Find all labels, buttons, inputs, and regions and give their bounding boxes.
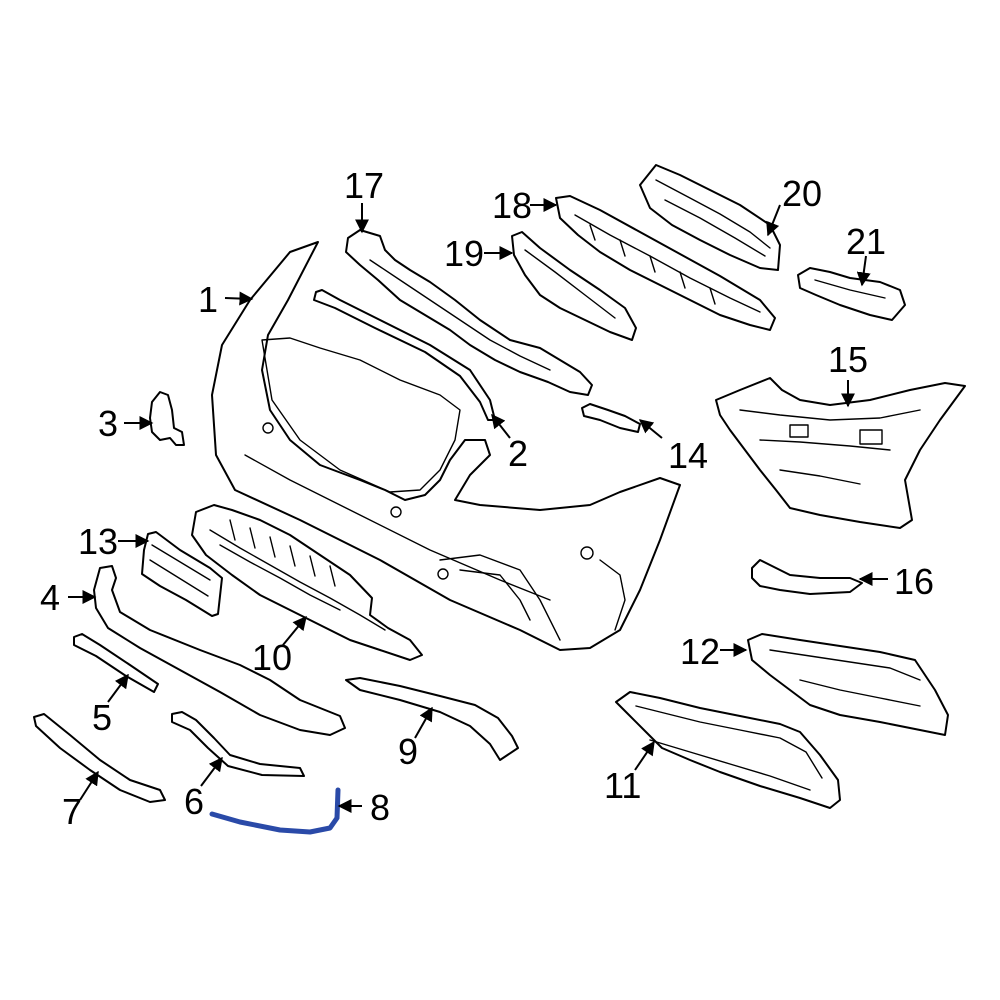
callout-9[interactable]: 9 [398,731,418,772]
part-4-lower-trim[interactable] [93,565,346,736]
callout-21[interactable]: 21 [846,221,886,262]
callout-5[interactable]: 5 [92,697,112,738]
callout-1[interactable]: 1 [198,279,218,320]
callout-12[interactable]: 12 [680,631,720,672]
part-20-upper-bracket[interactable] [639,164,781,271]
callout-7[interactable]: 7 [62,791,82,832]
part-17-upper-support[interactable] [345,229,593,396]
callout-leaders [68,198,888,813]
callout-15[interactable]: 15 [828,339,868,380]
callout-20[interactable]: 20 [782,173,822,214]
part-13-license-bracket[interactable] [141,531,223,617]
callout-6[interactable]: 6 [184,781,204,822]
callout-3[interactable]: 3 [98,403,118,444]
callout-11[interactable]: 11 [604,765,641,806]
part-5-trim-strip[interactable] [73,633,159,693]
callout-13[interactable]: 13 [78,521,118,562]
callout-labels: 1 2 3 4 5 6 7 8 9 10 11 12 13 14 15 16 1… [40,165,934,832]
part-3-bracket[interactable] [149,391,185,446]
callout-4[interactable]: 4 [40,577,60,618]
part-9-lower-trim[interactable] [345,677,519,761]
callout-18[interactable]: 18 [492,185,532,226]
callout-10[interactable]: 10 [252,637,292,678]
callout-14[interactable]: 14 [668,435,708,476]
callout-19[interactable]: 19 [444,233,484,274]
part-1-bumper-cover[interactable] [211,241,681,651]
part-15-side-bracket[interactable] [715,377,966,529]
part-7-lower-trim[interactable] [33,713,166,803]
callout-8[interactable]: 8 [370,787,390,828]
part-12-air-guide[interactable] [747,633,949,736]
part-10-lower-grille[interactable] [191,504,423,661]
part-19-grille-support[interactable] [511,231,637,341]
part-8-outline [209,787,341,835]
part-14-bracket[interactable] [581,403,641,433]
part-21-bracket[interactable] [797,267,906,321]
part-6-trim-strip[interactable] [171,711,305,777]
part-18-absorber[interactable] [555,195,776,331]
part-16-bracket[interactable] [751,559,863,595]
part-8-moulding-highlighted[interactable] [209,787,341,835]
callout-17[interactable]: 17 [344,165,384,206]
callout-16[interactable]: 16 [894,561,934,602]
part-11-air-duct[interactable] [615,691,841,809]
callout-2[interactable]: 2 [508,433,528,474]
